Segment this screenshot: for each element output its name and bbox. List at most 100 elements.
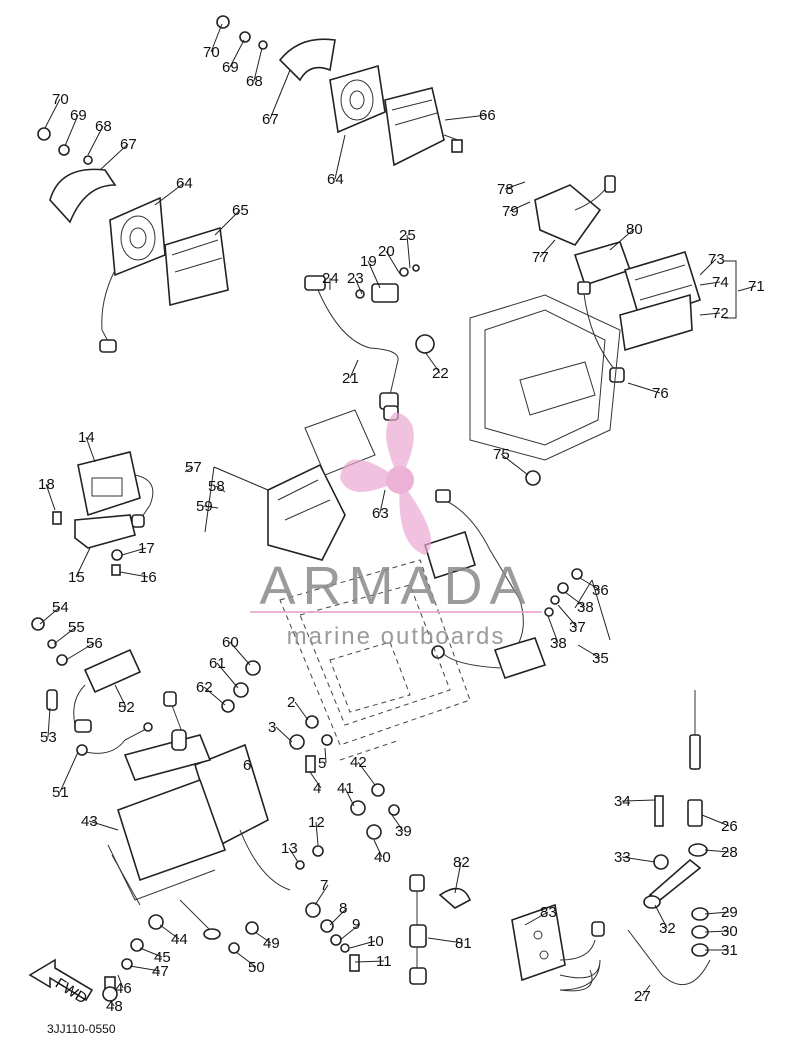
callout-label-64: 64 [176,175,193,192]
callout-label-14: 14 [78,429,95,446]
callout-leader [577,644,601,659]
callout-label-42: 42 [350,754,367,771]
callout-label-54: 54 [52,599,69,616]
callout-leader [354,960,385,963]
nuts-left [37,127,93,165]
callout-label-45: 45 [154,949,171,966]
callout-label-32: 32 [659,920,676,937]
callout-label-74: 74 [712,274,729,291]
callout-label-52: 52 [118,699,135,716]
diagram-code: 3JJ110-0550 [47,1022,116,1036]
callout-leader [701,814,730,827]
group-brackets [204,260,737,641]
callout-label-37: 37 [569,619,586,636]
callout-leader [334,134,346,180]
callout-leader [539,239,556,258]
callout-label-22: 22 [432,365,449,382]
callout-label-43: 43 [81,813,98,830]
callout-label-19: 19 [360,253,377,270]
callout-label-15: 15 [68,569,85,586]
callout-label-12: 12 [308,814,325,831]
callout-leader [609,228,635,251]
callout-label-31: 31 [721,942,738,959]
callout-label-49: 49 [263,935,280,952]
callout-label-67: 67 [120,136,137,153]
callout-label-17: 17 [138,540,155,557]
speaker-top [329,64,386,134]
callout-label-82: 82 [453,854,470,871]
bracket-19 [355,264,420,303]
callout-leader [454,861,462,894]
callout-leader [229,641,251,666]
callout-label-3: 3 [268,719,276,736]
watermark-brand: ARMADA [259,556,532,616]
callout-label-76: 76 [652,385,669,402]
knob-75 [525,470,541,486]
callout-leader [229,39,245,68]
callout-leader [45,483,56,511]
bracket-15 [52,511,136,576]
remote-frame-dashed [469,294,621,461]
hardware-7-13 [295,845,360,972]
amp-unit-top [384,87,463,167]
callout-leader [203,505,219,509]
callout-label-6: 6 [243,757,251,774]
callout-leader [109,999,115,1007]
speaker-cover-top [278,38,336,82]
callout-leader [87,125,104,156]
callout-label-81: 81 [455,935,472,952]
callout-leader [314,884,329,906]
callout-leader [247,754,252,766]
callout-label-48: 48 [106,998,123,1015]
mount-frame-dashed [279,559,471,761]
callout-leader [427,937,464,944]
callout-leader [309,771,322,789]
callout-leader [344,787,355,807]
callout-leader [210,23,223,53]
callout-leader [324,747,327,764]
callout-label-28: 28 [721,844,738,861]
callout-leader [379,489,386,514]
callout-label-53: 53 [40,729,57,746]
callout-label-50: 50 [248,959,265,976]
callout-label-13: 13 [281,840,298,857]
callout-leader [699,281,721,286]
hardware-2-5 [289,715,333,773]
callout-leader [509,201,531,212]
brand-watermark: ARMADA marine outboards [250,412,542,650]
callout-leader [315,821,319,846]
callout-leader [114,684,127,708]
callout-leader [288,847,299,863]
callout-label-70: 70 [203,44,220,61]
callout-leader [253,47,263,82]
callout-leader [737,285,757,292]
callout-leader [129,965,161,972]
callout-leader [214,209,241,236]
callout-leader [504,181,526,190]
callout-leader [39,606,61,625]
callout-label-83: 83 [540,904,557,921]
callout-label-23: 23 [347,270,364,287]
callout-label-67: 67 [262,111,279,128]
callout-label-24: 24 [322,270,339,287]
callout-leader [704,911,730,915]
callout-leader [88,820,119,831]
callout-label-79: 79 [502,203,519,220]
callout-leader [117,974,124,989]
callout-label-34: 34 [614,793,631,810]
callout-label-56: 56 [86,635,103,652]
callout-label-51: 51 [52,784,69,801]
callout-label-2: 2 [287,694,295,711]
remote-control-box-6 [107,691,291,906]
callout-label-47: 47 [152,963,169,980]
callout-leader [699,258,717,276]
callout-label-68: 68 [246,73,263,90]
callout-label-46: 46 [115,980,132,997]
callout-leader [154,182,185,206]
watermark-tagline: marine outboards [287,623,506,650]
callout-label-8: 8 [339,900,347,917]
callout-label-30: 30 [721,923,738,940]
callout-label-39: 39 [395,823,412,840]
callout-label-7: 7 [320,877,328,894]
hand-unit-83 [511,903,605,992]
